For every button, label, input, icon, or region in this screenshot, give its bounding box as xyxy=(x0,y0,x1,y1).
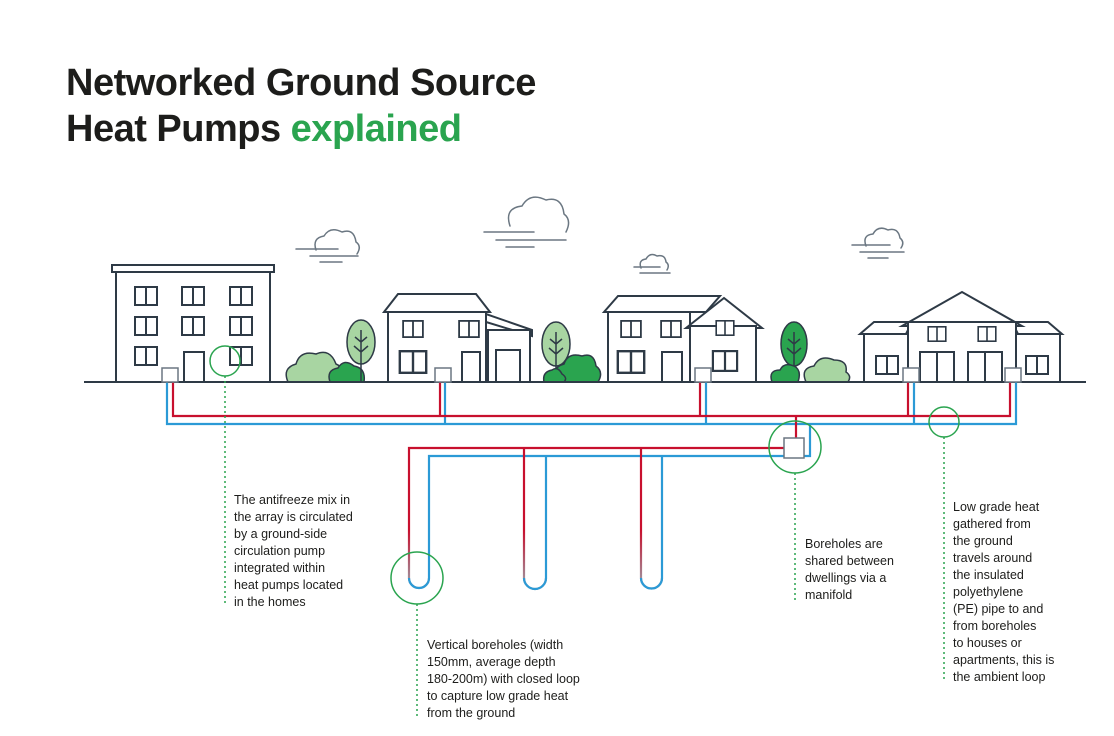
cold-pipe xyxy=(165,382,1018,578)
annotation-line: in the homes xyxy=(234,595,306,609)
annotation-line: from the ground xyxy=(427,706,516,720)
title-line-1: Networked Ground Source xyxy=(66,62,536,104)
annotation-line: the insulated xyxy=(953,568,1024,582)
annotation-line: the array is circulated xyxy=(234,510,353,524)
annotation-line: 150mm, average depth xyxy=(427,655,556,669)
house xyxy=(601,295,765,383)
callouts xyxy=(209,345,960,718)
annotation-line: dwellings via a xyxy=(805,571,887,585)
annotation-line: to houses or xyxy=(953,636,1022,650)
annotation-line: Boreholes are xyxy=(805,537,883,551)
borehole-loops xyxy=(407,530,664,591)
annotation-line: the ambient loop xyxy=(953,670,1046,684)
bush-icon xyxy=(542,354,602,383)
heat-pump-unit xyxy=(694,367,712,383)
page-title: Networked Ground Source Heat Pumps expla… xyxy=(66,60,536,152)
annotation-line: from boreholes xyxy=(953,619,1037,633)
annotation-line: 180-200m) with closed loop xyxy=(427,672,580,686)
tree-icon xyxy=(541,321,571,382)
annotation-line: by a ground-side xyxy=(234,527,328,541)
title-line-2: Heat Pumps explained xyxy=(66,106,536,152)
tree-icon xyxy=(346,319,376,382)
annotation-line: (PE) pipe to and xyxy=(953,602,1044,616)
annotation-line: shared between xyxy=(805,554,894,568)
heat-pump-unit xyxy=(1004,367,1022,383)
annotation-ambient-loop: Low grade heat gathered from the ground … xyxy=(953,499,1054,686)
annotation-line: travels around xyxy=(953,551,1033,565)
annotation-line: polyethylene xyxy=(953,585,1024,599)
annotation-line: Vertical boreholes (width xyxy=(427,638,564,652)
title-line-2-black: Heat Pumps xyxy=(66,108,291,150)
cloud-icon xyxy=(483,196,570,248)
house xyxy=(857,290,1065,383)
annotation-line: Low grade heat xyxy=(953,500,1040,514)
cloud-icon xyxy=(633,253,671,274)
house xyxy=(381,293,533,383)
apartment-building xyxy=(111,264,275,383)
manifold-box xyxy=(783,437,805,459)
callout-circle-boreholes xyxy=(390,551,444,605)
heat-pump-units xyxy=(161,367,1022,383)
tree-icon xyxy=(780,321,808,382)
annotation-antifreeze: The antifreeze mix in the array is circu… xyxy=(234,492,353,611)
annotation-line: apartments, this is xyxy=(953,653,1055,667)
trees-and-bushes xyxy=(285,319,851,383)
annotation-manifold: Boreholes are shared between dwellings v… xyxy=(805,536,894,604)
clouds xyxy=(295,196,905,274)
cloud-icon xyxy=(851,227,905,259)
cloud-icon xyxy=(295,229,360,263)
callout-circle-ambient-loop xyxy=(928,406,960,438)
annotation-line: the ground xyxy=(953,534,1013,548)
annotation-boreholes: Vertical boreholes (width 150mm, average… xyxy=(427,637,580,722)
annotation-line: The antifreeze mix in xyxy=(234,493,351,507)
annotation-line: integrated within xyxy=(234,561,326,575)
heat-pump-unit xyxy=(161,367,179,383)
heat-pump-unit xyxy=(434,367,452,383)
heat-pump-unit xyxy=(902,367,920,383)
bush-icon xyxy=(770,357,851,383)
title-line-2-green: explained xyxy=(290,108,462,150)
annotation-line: circulation pump xyxy=(234,544,326,558)
annotation-line: heat pumps located xyxy=(234,578,344,592)
annotation-line: gathered from xyxy=(953,517,1031,531)
pipe-network xyxy=(165,382,1018,591)
bush-icon xyxy=(285,351,366,383)
annotation-line: manifold xyxy=(805,588,853,602)
annotation-line: to capture low grade heat xyxy=(427,689,569,703)
hot-pipe xyxy=(171,382,1012,530)
